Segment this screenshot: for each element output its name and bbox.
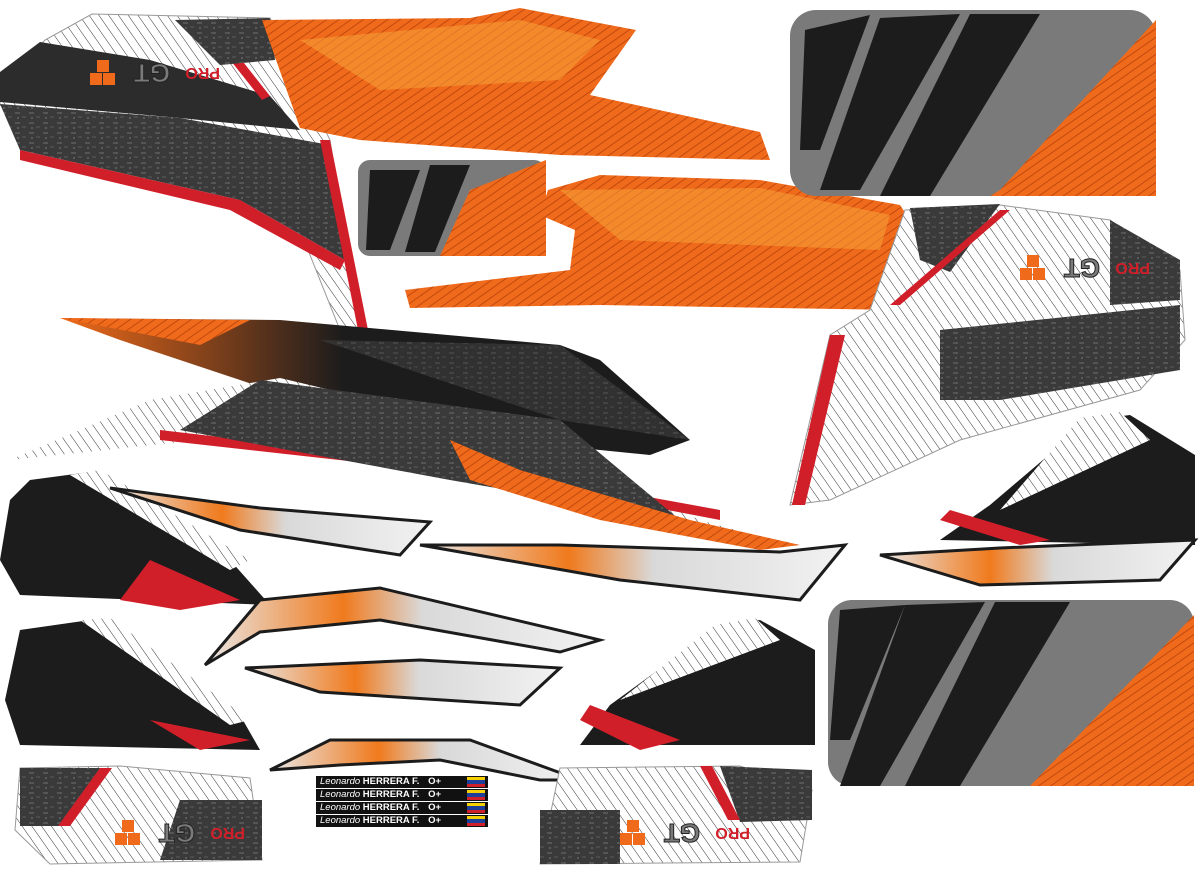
- tank-decal-top-highlight: [300, 20, 600, 90]
- nameplate-blood-type: O+: [428, 789, 442, 800]
- blade-stripe-1: [109, 486, 434, 557]
- nameplate-3: Leonardo HERRERA F. O+: [316, 802, 488, 814]
- colombia-flag-icon: [467, 816, 485, 826]
- colombia-flag-icon: [467, 790, 485, 800]
- nameplate-blood-type: O+: [428, 815, 442, 826]
- blade-stripe-2: [419, 543, 849, 602]
- blade-stripe-5: [244, 658, 564, 707]
- number-plate-large-top: [790, 10, 1156, 196]
- svg-text:PRO: PRO: [185, 64, 220, 81]
- fender-right-2: [580, 618, 815, 750]
- colombia-flag-icon: [467, 777, 485, 787]
- side-panel-bottom-right: [539, 765, 813, 865]
- nameplate-1: Leonardo HERRERA F. O+: [316, 776, 488, 788]
- svg-text:GT: GT: [1064, 253, 1100, 283]
- nameplate-blood-type: O+: [428, 776, 442, 787]
- nameplate-blood-type: O+: [428, 802, 442, 813]
- nameplate-last-name: HERRERA F.: [362, 776, 420, 787]
- gt-pro-logo-bottom-left: GT PRO: [115, 818, 245, 849]
- svg-text:GT: GT: [134, 58, 170, 88]
- blade-stripe-3: [879, 538, 1199, 587]
- number-plate-large-bottom: [828, 600, 1194, 786]
- blade-stripe-6: [269, 738, 581, 782]
- svg-text:PRO: PRO: [1115, 259, 1150, 276]
- tank-decal-middle-highlight: [560, 188, 890, 250]
- fender-right-1: [940, 412, 1195, 545]
- blade-stripe-4: [203, 586, 606, 667]
- nameplate-last-name: HERRERA F.: [362, 789, 420, 800]
- svg-text:GT: GT: [664, 818, 700, 848]
- nameplate-4: Leonardo HERRERA F. O+: [316, 815, 488, 827]
- side-panel-top-left: [0, 13, 368, 331]
- nameplate-first-name: Leonardo: [320, 789, 361, 800]
- colombia-flag-icon: [467, 803, 485, 813]
- number-plate-small: [358, 160, 546, 256]
- nameplate-2: Leonardo HERRERA F. O+: [316, 789, 488, 801]
- side-panel-top-right: [789, 204, 1186, 506]
- gt-pro-logo-bottom-right: GT PRO: [620, 818, 750, 849]
- nameplate-last-name: HERRERA F.: [362, 802, 420, 813]
- shroud-stripe: [10, 318, 800, 550]
- nameplate-last-name: HERRERA F.: [362, 815, 420, 826]
- fender-left-1: [0, 470, 270, 610]
- fender-left-2: [5, 618, 260, 750]
- nameplate-first-name: Leonardo: [320, 802, 361, 813]
- nameplate-first-name: Leonardo: [320, 776, 361, 787]
- nameplate-first-name: Leonardo: [320, 815, 361, 826]
- gt-pro-logo: GT PRO: [90, 58, 220, 89]
- svg-text:PRO: PRO: [715, 824, 750, 841]
- svg-text:GT: GT: [159, 818, 195, 848]
- gt-pro-logo-right: GT PRO: [1020, 253, 1150, 284]
- side-panel-bottom-left: [14, 765, 263, 865]
- svg-text:PRO: PRO: [210, 824, 245, 841]
